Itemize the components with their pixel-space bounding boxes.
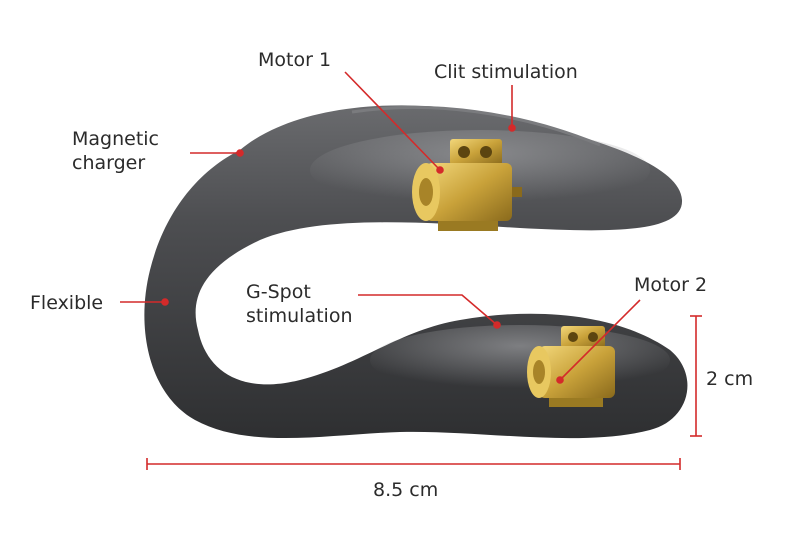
clit-stimulation-dot bbox=[508, 124, 516, 132]
height-dimension-label: 2 cm bbox=[706, 368, 754, 390]
clit-stimulation-label: Clit stimulation bbox=[434, 61, 578, 83]
top-ridge bbox=[351, 105, 601, 147]
motor-1-graphic bbox=[412, 139, 522, 231]
motor-2-graphic bbox=[527, 326, 615, 407]
g-spot-stimulation-label: G-Spot stimulation bbox=[246, 280, 353, 328]
magnetic-charger-dot bbox=[236, 149, 244, 157]
lower-arm-highlight bbox=[370, 325, 670, 395]
flexible-label: Flexible bbox=[30, 292, 104, 314]
g-spot-stimulation-dot bbox=[493, 321, 501, 329]
flexible-dot bbox=[161, 298, 169, 306]
g-spot-stimulation-label-line-2: stimulation bbox=[246, 305, 353, 327]
motor-1-label: Motor 1 bbox=[258, 49, 332, 71]
g-spot-stimulation-label-line-1: G-Spot bbox=[246, 281, 311, 303]
magnetic-charger-label: Magnetic charger bbox=[72, 127, 159, 175]
motor-2-label: Motor 2 bbox=[634, 274, 708, 296]
motor-2-leader bbox=[559, 299, 641, 381]
motor-1-leader bbox=[344, 71, 441, 171]
motor-2-dot bbox=[556, 376, 564, 384]
width-dimension-label: 8.5 cm bbox=[373, 479, 439, 501]
magnetic-charger-label-line-2: charger bbox=[72, 152, 146, 174]
magnetic-charger-label-line-1: Magnetic bbox=[72, 128, 160, 150]
motor-1-dot bbox=[436, 166, 444, 174]
g-spot-stimulation-leader bbox=[358, 294, 498, 326]
